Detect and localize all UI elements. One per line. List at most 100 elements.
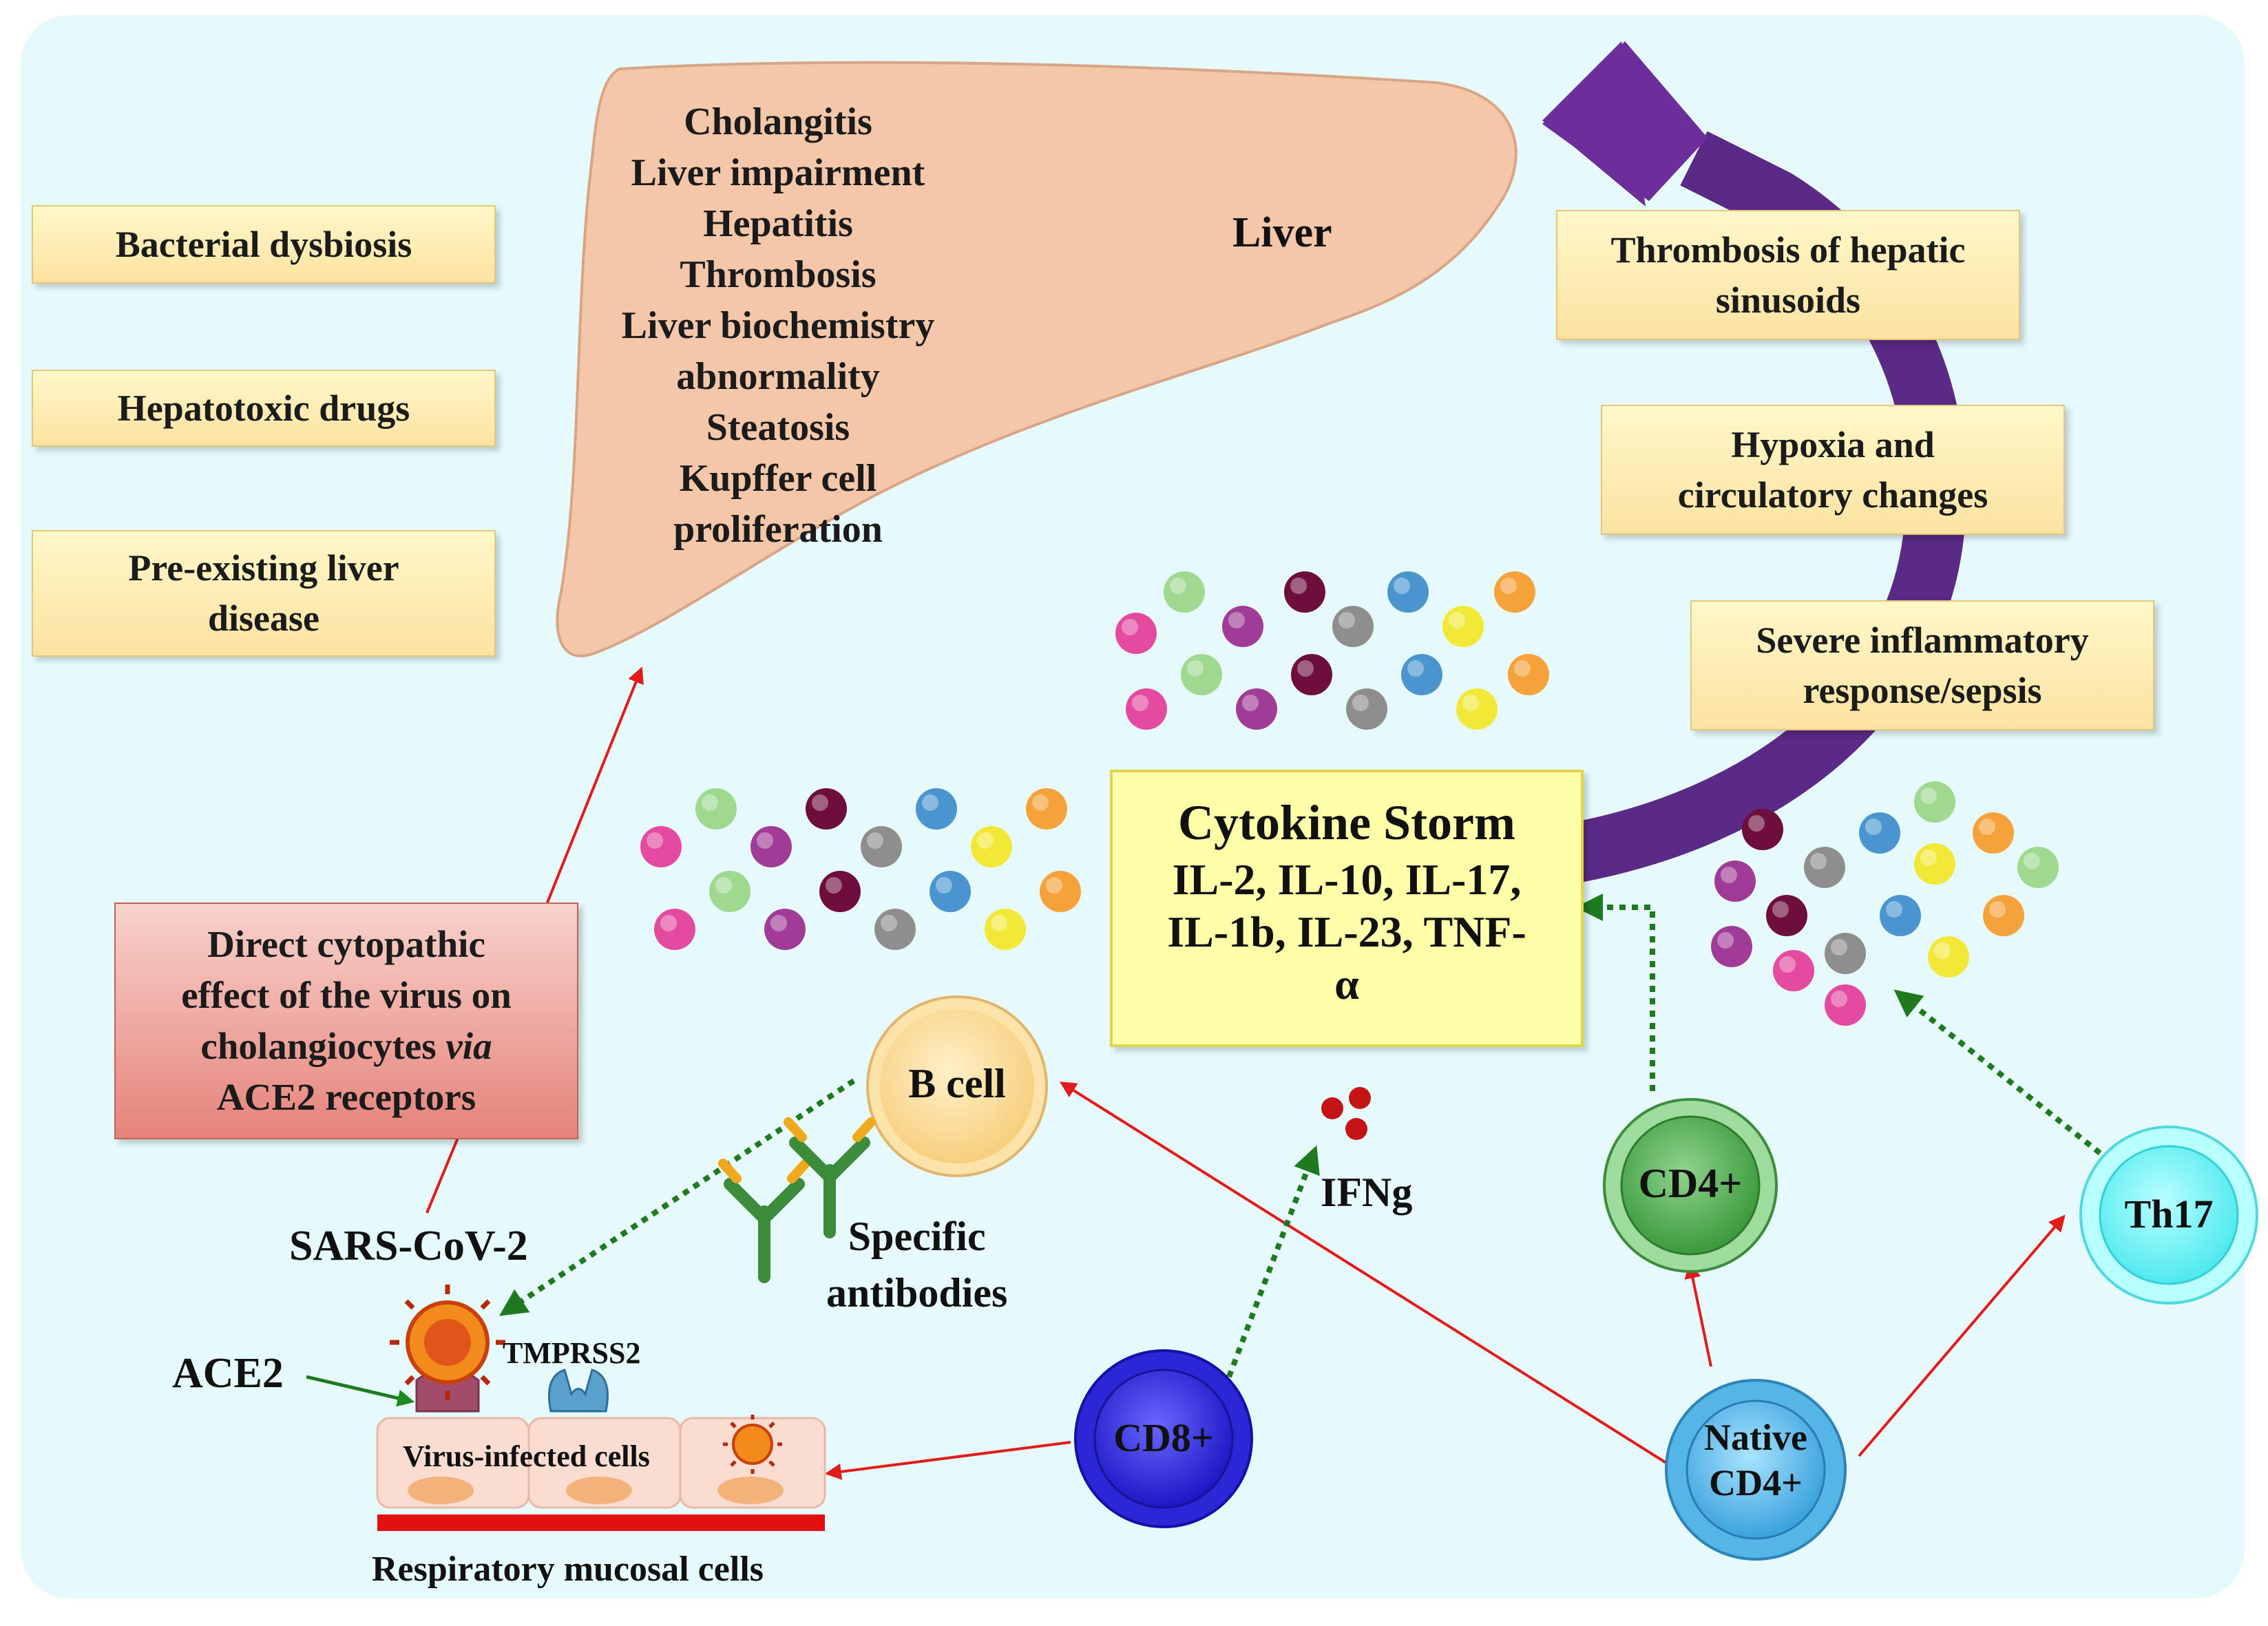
liver-item: Kupffer cell (679, 457, 877, 500)
cytokine-highlight (1514, 660, 1531, 677)
cytokine-storm-title: Cytokine Storm (1178, 795, 1515, 850)
cytokine-sphere (819, 871, 861, 912)
cytokine-highlight (1187, 660, 1204, 677)
b-cell (866, 995, 1048, 1177)
cytokine-highlight (977, 832, 994, 849)
native-cd4-line: CD4+ (1709, 1462, 1803, 1503)
ace2-label: ACE2 (172, 1350, 284, 1397)
arrow-cd8-to-ifng (1226, 1145, 1320, 1378)
note-text: circulatory changes (1677, 474, 1988, 516)
cytokine-highlight (1810, 853, 1827, 869)
respiratory-cells (376, 1417, 826, 1531)
direct-line-3-text: cholangiocytes (200, 1025, 446, 1067)
note-text: Bacterial dysbiosis (115, 223, 412, 265)
cytokine-highlight (1228, 612, 1245, 629)
antibodies-line: Specific (848, 1214, 986, 1259)
sars-cov-2-label: SARS-CoV-2 (289, 1223, 528, 1269)
liver-item: Liver biochemistry (621, 304, 935, 347)
virus-particle (390, 1285, 505, 1400)
cytokine-highlight (1772, 901, 1789, 918)
cytokine-highlight (1920, 788, 1937, 804)
cytokine-highlight (1934, 942, 1951, 959)
cytokine-sphere (764, 909, 806, 950)
cytokine-sphere (1284, 571, 1325, 613)
liver-item: Thrombosis (680, 253, 876, 296)
note-text: Thrombosis of hepatic (1610, 229, 1966, 271)
cytokine-sphere (1040, 871, 1081, 912)
arrow-native-to-cd4 (1684, 1261, 1712, 1367)
cytokine-sphere (1508, 654, 1549, 695)
cytokine-highlight (757, 832, 773, 849)
liver-item: abnormality (676, 355, 880, 398)
risk-preexisting-liver-disease: Pre-existing liver disease (32, 530, 496, 657)
cytokine-highlight (1394, 578, 1410, 594)
cytokine-highlight (1717, 932, 1734, 949)
cytokine-highlight (770, 915, 787, 931)
cytokine-list-line: IL-1b, IL-23, TNF- (1167, 907, 1526, 956)
note-inflammatory-response: Severe inflammatory response/sepsis (1690, 600, 2154, 730)
cytokine-highlight (812, 794, 828, 811)
cytokine-sphere (916, 788, 957, 830)
cytokine-sphere (874, 909, 916, 950)
cytokine-highlight (867, 832, 883, 849)
cytokine-highlight (1831, 939, 1847, 955)
line-sars-to-direct (426, 1137, 459, 1214)
cytokine-sphere (2017, 847, 2059, 888)
direct-cytopathic-box: Direct cytopathic effect of the virus on… (114, 902, 578, 1139)
cytokine-sphere (1711, 926, 1752, 967)
cytokine-highlight (1032, 794, 1049, 811)
cytokine-sphere (1928, 936, 1969, 978)
cytokine-sphere (1236, 688, 1277, 730)
cd8-cell (1074, 1349, 1253, 1528)
cytokine-highlight (660, 915, 677, 931)
cytokine-highlight (1407, 660, 1424, 677)
liver-label: Liver (1232, 209, 1332, 256)
cytokine-sphere (1494, 571, 1535, 613)
cytokine-sphere (1825, 984, 1866, 1026)
cytokine-sphere (1442, 606, 1484, 647)
cd4-cell (1603, 1098, 1778, 1273)
tmprss2-label: TMPRSS2 (503, 1336, 641, 1370)
th17-label: Th17 (2124, 1192, 2214, 1236)
arrow-ace2 (306, 1375, 415, 1407)
native-cd4-cell (1665, 1379, 1847, 1561)
arrow-native-to-th17 (1858, 1214, 2066, 1457)
cytokine-sphere (1346, 688, 1387, 730)
arrow-direct-to-liver (546, 666, 644, 903)
cytokine-highlight (1748, 815, 1765, 832)
cytokine-sphere (1126, 688, 1167, 730)
liver-shape (556, 61, 1518, 657)
cytokine-sphere (1456, 688, 1498, 730)
cytokine-storm-box: Cytokine Storm IL-2, IL-10, IL-17, IL-1b… (1110, 770, 1584, 1047)
cytokine-highlight (1338, 612, 1355, 629)
cytokine-sphere (806, 788, 847, 830)
cytokine-highlight (702, 794, 718, 811)
note-text: Pre-existing liver (128, 547, 399, 589)
cytokine-sphere (1983, 895, 2024, 936)
direct-line-3: cholangiocytes via (116, 1021, 577, 1072)
cytokine-sphere (1914, 843, 1955, 885)
cytokine-sphere (930, 871, 971, 912)
cytokine-highlight (647, 832, 663, 849)
cytokine-highlight (936, 877, 952, 894)
cytokine-sphere (1222, 606, 1263, 647)
arrow-th17-to-cytokines (1893, 989, 2102, 1156)
b-cell-label: B cell (908, 1061, 1006, 1106)
cytokine-highlight (2024, 853, 2040, 869)
cd8-label: CD8+ (1113, 1415, 1214, 1460)
cytokine-sphere (1766, 895, 1807, 936)
note-text: response/sepsis (1803, 669, 2042, 711)
cytokine-highlight (1865, 819, 1882, 835)
note-thrombosis-sinusoids: Thrombosis of hepatic sinusoids (1556, 210, 2020, 340)
cytokine-sphere (861, 826, 902, 867)
direct-line: ACE2 receptors (216, 1076, 476, 1118)
mucosal-cells-label: Respiratory mucosal cells (372, 1550, 764, 1589)
liver-item: Liver impairment (631, 151, 925, 194)
cytokine-highlight (1132, 695, 1148, 711)
cytokine-highlight (1046, 877, 1062, 894)
risk-bacterial-dysbiosis: Bacterial dysbiosis (32, 205, 496, 284)
note-text: disease (208, 598, 319, 639)
direct-line: Direct cytopathic (207, 923, 485, 965)
liver-item: proliferation (673, 508, 883, 551)
